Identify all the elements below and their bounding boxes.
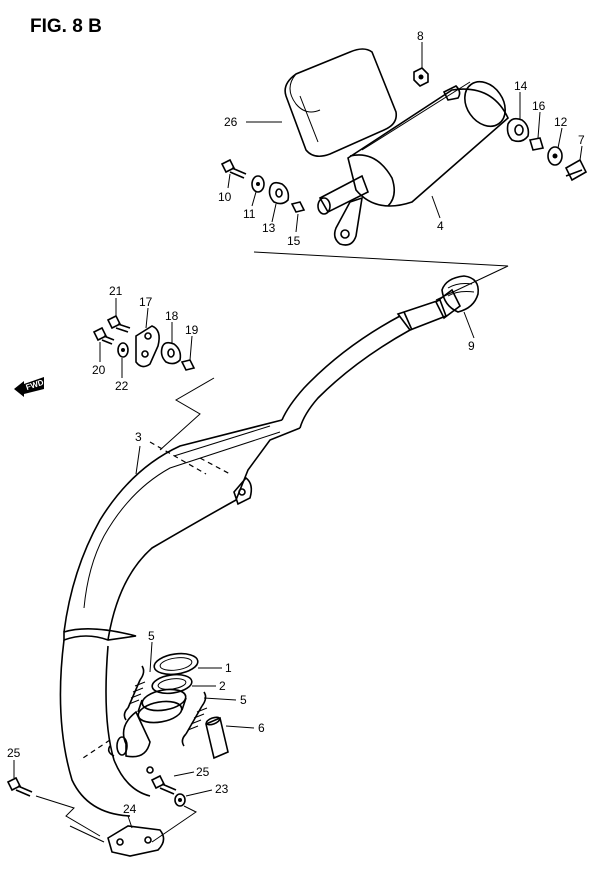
callout-25-left: 25 bbox=[7, 746, 21, 760]
callout-5-lower: 5 bbox=[240, 693, 247, 707]
part-7-bolt bbox=[564, 158, 588, 182]
callout-labels: 8 26 14 16 12 7 10 11 13 15 4 9 21 17 18… bbox=[7, 29, 585, 816]
part-2-gasket bbox=[151, 673, 193, 695]
callout-2: 2 bbox=[219, 679, 226, 693]
callout-8: 8 bbox=[417, 29, 424, 43]
part-1-gasket bbox=[153, 652, 199, 676]
callout-12: 12 bbox=[554, 115, 568, 129]
callout-5-upper: 5 bbox=[148, 629, 155, 643]
muffler-body bbox=[317, 80, 509, 246]
leader-lines bbox=[13, 42, 583, 829]
callout-1: 1 bbox=[225, 661, 232, 675]
part-21-bolt bbox=[106, 314, 131, 333]
part-15-collar bbox=[290, 201, 306, 213]
callout-6: 6 bbox=[258, 721, 265, 735]
callout-7: 7 bbox=[578, 133, 585, 147]
part-22-washer bbox=[117, 342, 129, 358]
part-5-spring-left bbox=[123, 665, 146, 721]
callout-19: 19 bbox=[185, 323, 199, 337]
forward-arrow-icon bbox=[14, 377, 44, 397]
part-14-grommet bbox=[506, 117, 530, 143]
callout-18: 18 bbox=[165, 309, 179, 323]
part-10-bolt bbox=[220, 158, 247, 179]
inlet-seal-ring bbox=[137, 688, 187, 724]
callout-25-right: 25 bbox=[196, 765, 210, 779]
silencer-packing bbox=[284, 48, 398, 158]
part-20-bolt bbox=[92, 326, 115, 345]
bracket-group bbox=[92, 314, 196, 371]
callout-13: 13 bbox=[262, 221, 276, 235]
part-19-collar bbox=[180, 359, 196, 371]
callout-10: 10 bbox=[218, 190, 232, 204]
figure-title: FIG. 8 B bbox=[30, 16, 102, 37]
callout-4: 4 bbox=[437, 219, 444, 233]
callout-16: 16 bbox=[532, 99, 546, 113]
part-18-grommet bbox=[160, 341, 182, 365]
callout-26: 26 bbox=[224, 115, 238, 129]
callout-24: 24 bbox=[123, 802, 137, 816]
part-12-washer bbox=[547, 146, 563, 166]
callout-9: 9 bbox=[468, 339, 475, 353]
callout-22: 22 bbox=[115, 379, 129, 393]
part-16-collar bbox=[528, 137, 545, 151]
part-13-grommet bbox=[268, 181, 290, 205]
inlet-parts-group bbox=[123, 652, 229, 760]
part-23-washer bbox=[174, 793, 186, 807]
callout-23: 23 bbox=[215, 782, 229, 796]
callout-17: 17 bbox=[139, 295, 153, 309]
callout-3: 3 bbox=[135, 430, 142, 444]
callout-20: 20 bbox=[92, 363, 106, 377]
part-17-bracket bbox=[135, 325, 160, 368]
silencer-group bbox=[220, 48, 588, 246]
forward-marker: FWD bbox=[14, 377, 45, 397]
part-9-joint-rubber bbox=[441, 275, 480, 313]
callout-11: 11 bbox=[243, 207, 256, 221]
lower-mount-group bbox=[6, 774, 197, 857]
pipe-link-line bbox=[159, 377, 215, 451]
assembly-link-line bbox=[253, 251, 509, 301]
part-6-damper bbox=[205, 716, 229, 760]
part-11-washer bbox=[251, 175, 265, 193]
callout-21: 21 bbox=[109, 284, 123, 298]
expansion-chamber bbox=[59, 288, 462, 817]
part-24-bracket bbox=[107, 825, 165, 857]
callout-15: 15 bbox=[287, 234, 301, 248]
part-25-bolt-right bbox=[150, 774, 177, 795]
callout-14: 14 bbox=[514, 79, 528, 93]
part-25-bolt-left bbox=[6, 776, 33, 797]
part-8-nut bbox=[413, 67, 429, 87]
